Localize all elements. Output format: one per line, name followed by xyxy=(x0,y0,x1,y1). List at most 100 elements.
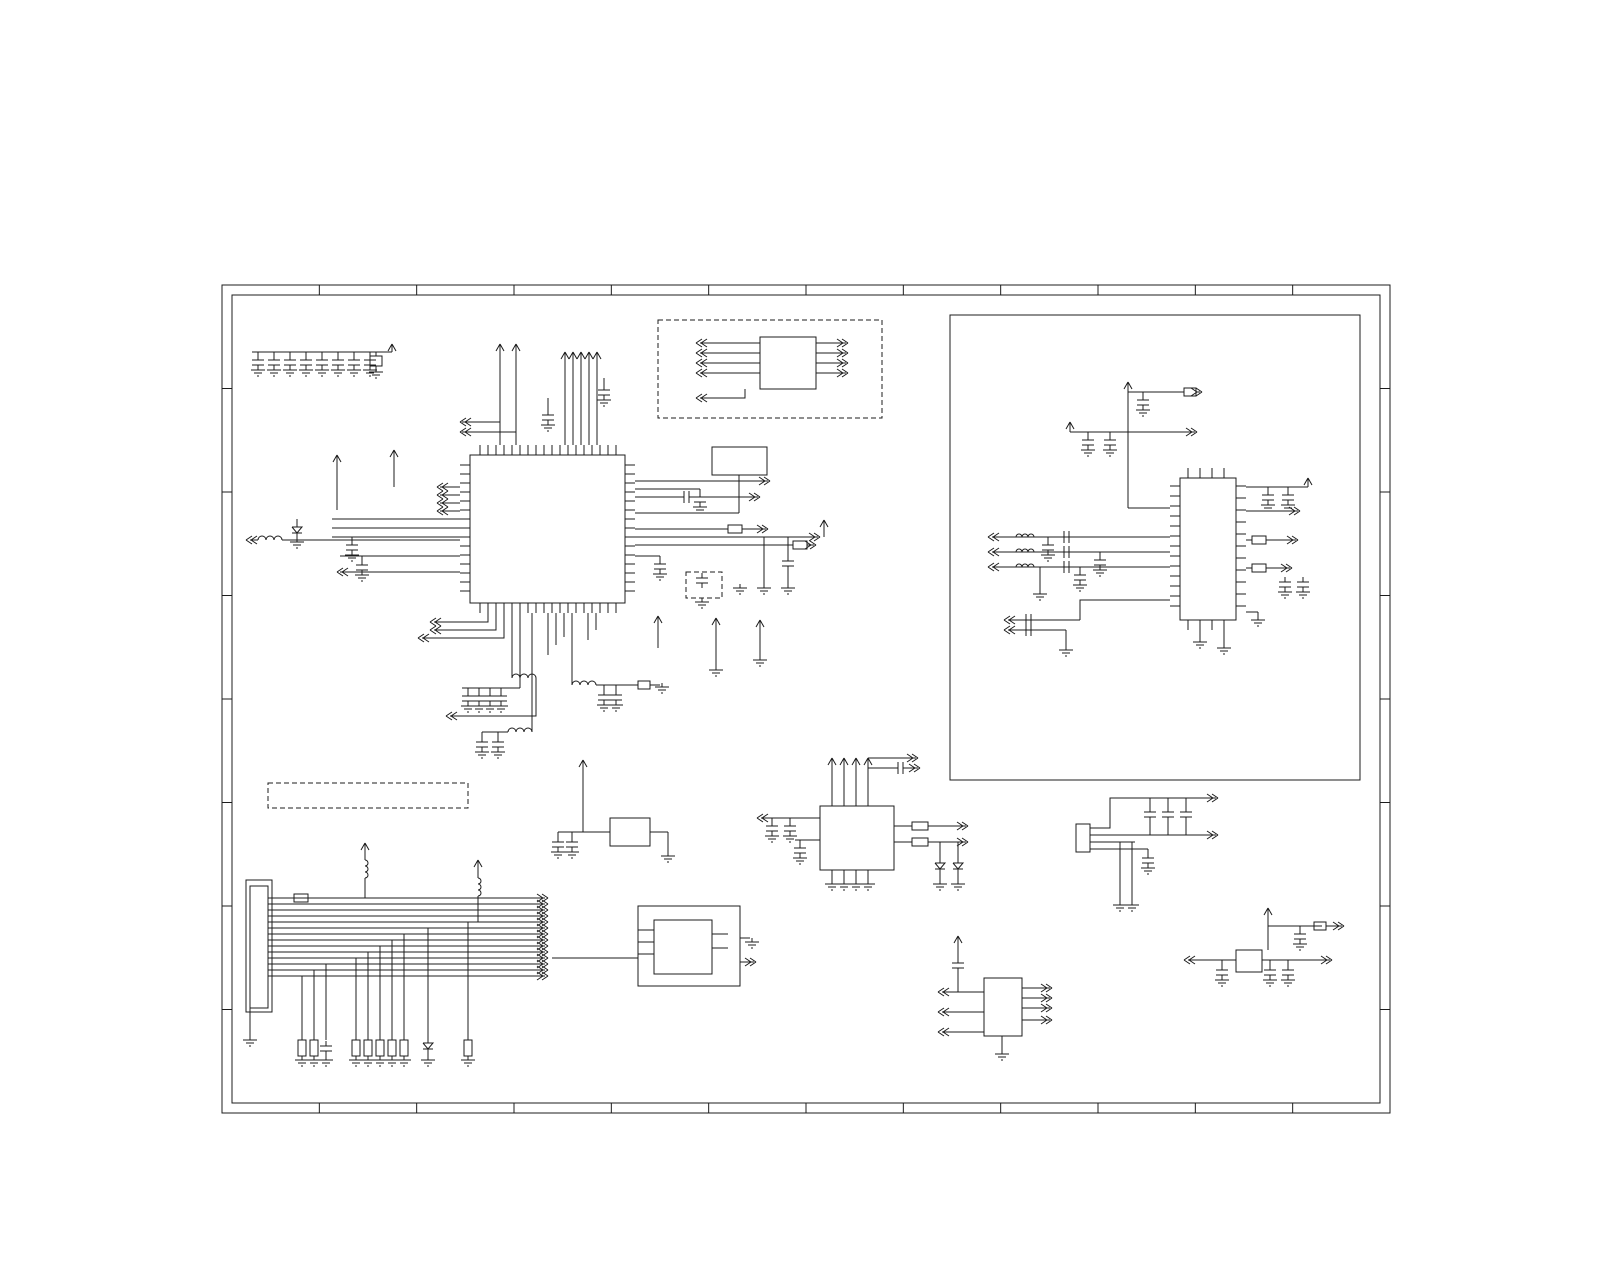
connector-arrows xyxy=(536,959,544,965)
connector-arrows xyxy=(541,897,549,903)
connector-arrow xyxy=(756,813,764,819)
inductor xyxy=(477,877,482,897)
connector-arrows xyxy=(841,342,849,348)
connector-arrow xyxy=(1320,959,1328,965)
connector-arrow xyxy=(1045,1003,1053,1009)
power-arrow xyxy=(1123,381,1129,390)
audio-ic xyxy=(983,977,1023,1037)
connector-arrow xyxy=(992,562,1000,568)
connector-arrow xyxy=(1045,993,1053,999)
connector-arrow xyxy=(429,629,437,635)
connector-arrow xyxy=(695,397,703,403)
connector-arrow xyxy=(758,480,766,486)
connector-arrows xyxy=(695,342,703,348)
inductor xyxy=(257,535,283,541)
connector-arrow xyxy=(1003,615,1011,621)
connector-arrows xyxy=(436,482,444,488)
connector-arrow xyxy=(341,567,349,573)
connector-arrow xyxy=(434,617,442,623)
power-arrow xyxy=(576,351,582,360)
connector-arrows xyxy=(841,372,849,378)
connector-arrows xyxy=(836,358,844,364)
connector-arrows xyxy=(841,338,849,344)
connector-arrow xyxy=(417,637,425,643)
connector-arrow xyxy=(1003,625,1011,631)
connector-arrows xyxy=(436,498,444,504)
power-arrow xyxy=(831,757,837,766)
notes-box xyxy=(267,782,469,809)
connector-arrow xyxy=(1188,959,1196,965)
resistor xyxy=(911,821,929,831)
connector-arrows xyxy=(536,917,544,923)
power-arrow xyxy=(827,757,833,766)
connector-arrows xyxy=(541,917,549,923)
power-arrow xyxy=(653,615,659,624)
sub-block xyxy=(711,446,768,476)
resistor xyxy=(351,1039,361,1057)
connector-arrow xyxy=(942,1011,950,1017)
connector-arrow xyxy=(744,961,752,967)
connector-arrow xyxy=(992,547,1000,553)
resistor xyxy=(1183,387,1197,397)
connector-arrows xyxy=(441,506,449,512)
inductor xyxy=(507,727,533,733)
connector-arrow xyxy=(987,566,995,572)
connector-arrow xyxy=(1206,797,1214,803)
connector-arrow xyxy=(961,825,969,831)
connector-arrow xyxy=(987,551,995,557)
connector-arrow xyxy=(987,547,995,553)
connector-arrow xyxy=(250,535,258,541)
connector-arrow xyxy=(956,821,964,827)
connector-arrow xyxy=(1045,983,1053,989)
connector-arrows xyxy=(541,975,549,981)
connector-arrow xyxy=(1188,955,1196,961)
power-arrow xyxy=(391,343,397,352)
connector-arrow xyxy=(1190,427,1198,433)
connector-arrows xyxy=(541,939,549,945)
interface-ic xyxy=(759,336,817,390)
resistor xyxy=(297,1039,307,1057)
connector-arrow xyxy=(937,1027,945,1033)
connector-arrow xyxy=(961,841,969,847)
connector-arrow xyxy=(434,625,442,631)
power-arrow xyxy=(855,757,861,766)
connector-arrow xyxy=(813,536,821,542)
resistor xyxy=(309,1039,319,1057)
connector-arrow xyxy=(809,544,817,550)
connector-arrow xyxy=(992,532,1000,538)
connector-arrow xyxy=(1286,535,1294,541)
connector-arrow xyxy=(1206,834,1214,840)
connector-arrows xyxy=(441,502,449,508)
connector-arrow xyxy=(445,715,453,721)
power-arrow xyxy=(580,351,586,360)
connector-arrow xyxy=(1206,830,1214,836)
connector-arrows xyxy=(541,929,549,935)
connector-arrow xyxy=(434,629,442,635)
connector-arrow xyxy=(992,551,1000,557)
connector-arrow xyxy=(961,837,969,843)
connector-arrow xyxy=(987,532,995,538)
connector-arrow xyxy=(341,571,349,577)
connector-arrow xyxy=(756,528,764,534)
connector-arrows xyxy=(536,975,544,981)
connector-arrow xyxy=(1293,510,1301,516)
connector-arrows xyxy=(700,338,708,344)
connector-arrow xyxy=(1288,510,1296,516)
connector-arrows xyxy=(695,352,703,358)
power-arrow xyxy=(851,757,857,766)
sheet-frame xyxy=(221,284,1391,1114)
connector-arrows xyxy=(841,348,849,354)
rf-section-box xyxy=(949,314,1361,781)
connector-arrows xyxy=(536,923,544,929)
connector-arrow xyxy=(1211,793,1219,799)
resistor xyxy=(727,524,743,534)
connector-arrow xyxy=(1045,1019,1053,1025)
connector-arrows xyxy=(836,362,844,368)
connector-arrows xyxy=(541,903,549,909)
power-arrow xyxy=(1303,477,1309,486)
connector-arrow xyxy=(1183,959,1191,965)
connector-arrow xyxy=(1211,830,1219,836)
pm-ic xyxy=(819,805,895,871)
